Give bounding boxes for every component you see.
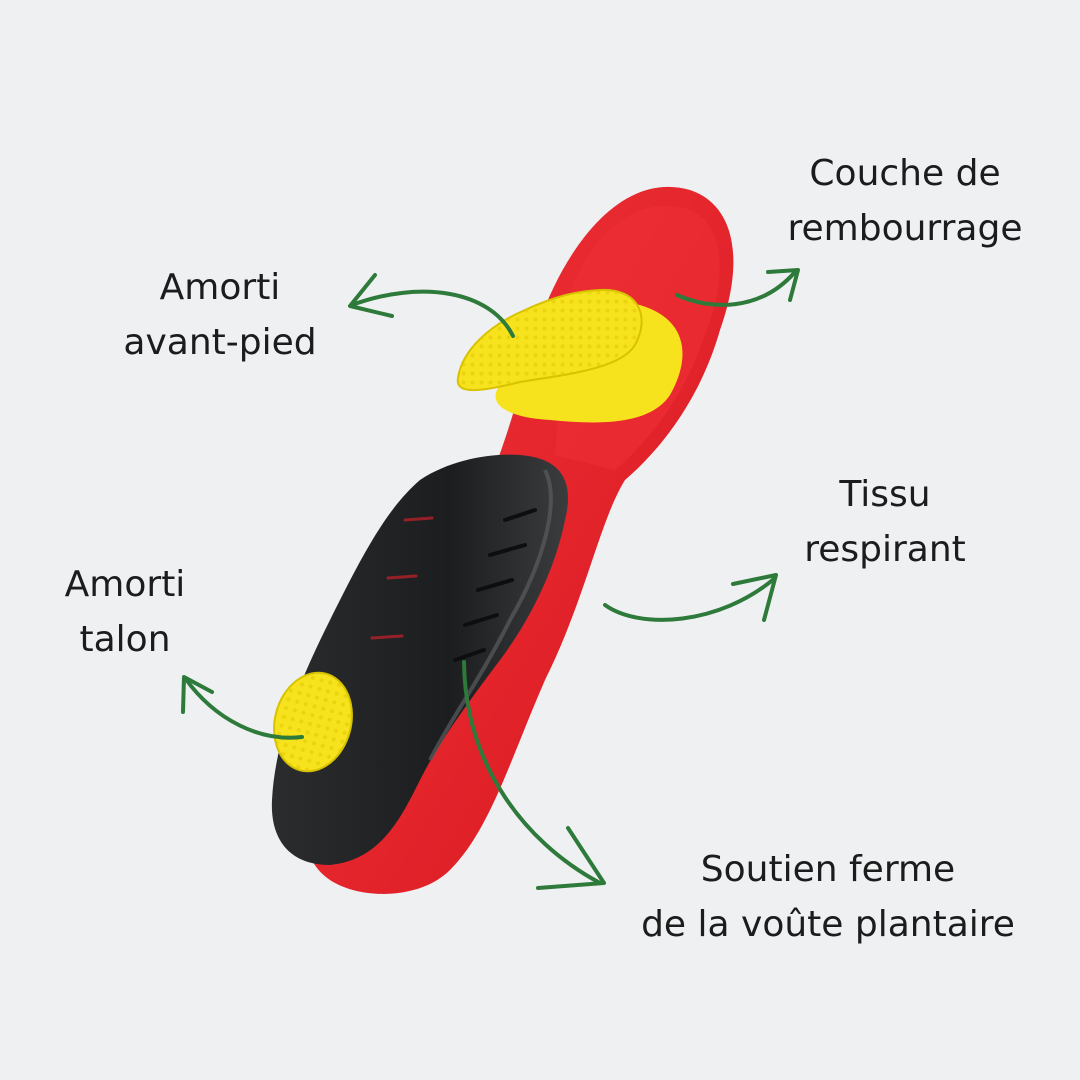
label-line: Couche de (809, 153, 1001, 194)
label-line: Soutien ferme (700, 849, 956, 890)
label-line: respirant (804, 529, 966, 570)
label-line: Amorti (159, 267, 281, 308)
label-soutien-voute: Soutien ferme de la voûte plantaire (628, 842, 1028, 952)
label-line: de la voûte plantaire (641, 904, 1015, 945)
label-line: avant-pied (123, 322, 317, 363)
label-amorti-avant-pied: Amorti avant-pied (110, 260, 330, 370)
label-line: Tissu (839, 474, 931, 515)
arrow-icon (181, 268, 800, 890)
label-couche-de-rembourrage: Couche de rembourrage (770, 146, 1040, 256)
arch-support (271, 454, 568, 865)
label-amorti-talon: Amorti talon (50, 557, 200, 667)
label-tissu-respirant: Tissu respirant (785, 467, 985, 577)
label-line: talon (79, 619, 171, 660)
arch-ribs (453, 508, 537, 662)
label-line: Amorti (64, 564, 186, 605)
label-line: rembourrage (787, 208, 1023, 249)
